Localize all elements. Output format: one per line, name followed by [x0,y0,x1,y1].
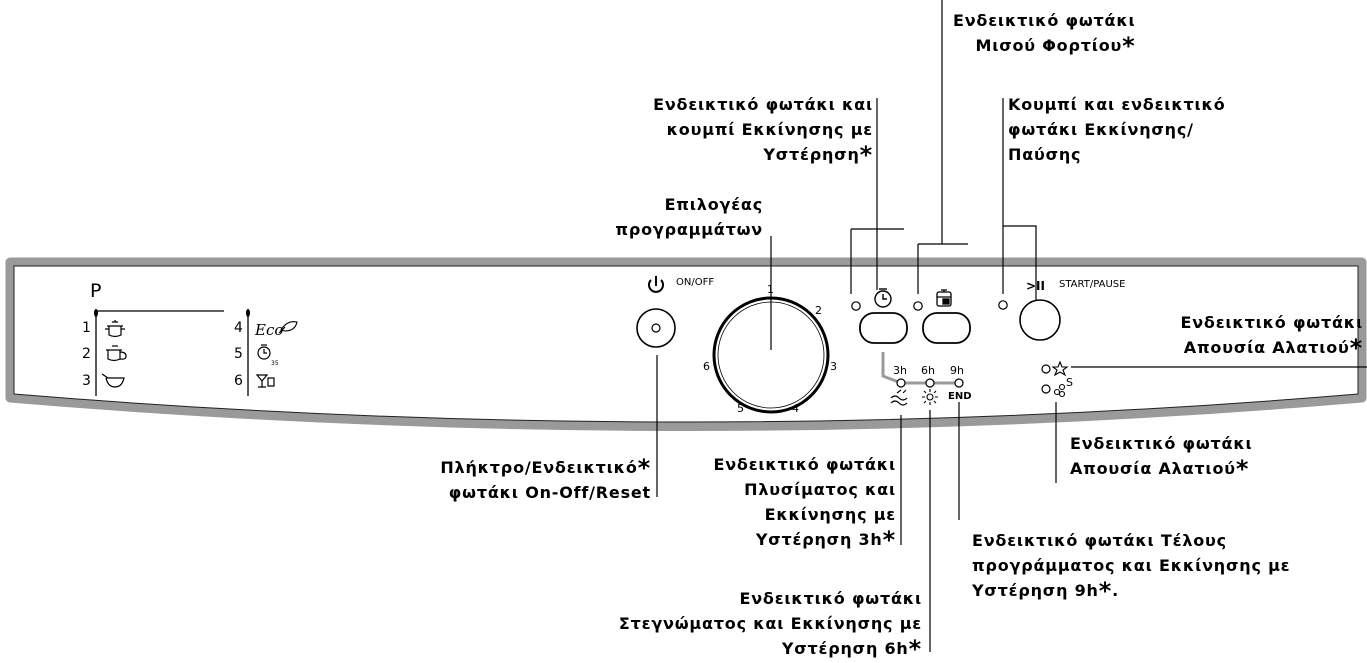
salt-label-2: Ενδεικτικό φωτάκι Απουσία Αλατιού* [1070,434,1253,483]
salt-led-2 [1041,384,1051,394]
salt-label-1: Ενδεικτικό φωτάκι Απουσία Αλατιού* [1180,313,1363,362]
salt-icon [1053,383,1066,398]
casserole-icon [106,345,127,362]
salt-led-1 [1041,364,1051,374]
led-9h [954,378,964,388]
program-num-3: 3 [82,373,91,389]
panel-outline [5,257,1367,431]
program-num-4: 4 [234,320,243,336]
delay-timer-icon [874,288,892,308]
end-label-text: Ενδεικτικό φωτάκι Τέλους προγράμματος κα… [972,531,1291,605]
delay-hour-6h: 6h [921,364,935,377]
program-selector-label: Επιλογέας προγραμμάτων [615,195,763,239]
delay-hour-9h: 9h [950,364,964,377]
program-num-6: 6 [234,373,243,389]
svg-text:Eco: Eco [254,321,283,339]
power-icon [648,276,664,293]
delay-hour-leds [896,378,964,388]
half-load-label: Ενδεικτικό φωτάκι Μισού Φορτίου* [953,11,1136,60]
program-header: P [90,280,102,302]
delay-led [851,301,861,311]
led-3h [896,378,906,388]
led-6h [925,378,935,388]
half-load-led [913,301,923,311]
dial-number-2: 2 [815,304,822,317]
start-pause-button[interactable] [1019,299,1061,341]
half-load-button[interactable] [922,312,971,344]
svg-text:S: S [1066,376,1073,389]
start-pause-label-text: Κουμπί και ενδεικτικό φωτάκι Εκκίνησης/ … [1008,95,1226,164]
dry-icon [922,389,938,405]
delay-button-label: Ενδεικτικό φωτάκι και κουμπί Εκκίνησης μ… [653,95,873,169]
eco-leaf-icon: Eco [254,321,298,339]
star-icon [1051,360,1069,377]
dial-number-3: 3 [830,360,837,373]
delay-hour-3h: 3h [893,364,907,377]
dial-number-6: 6 [703,360,710,373]
program-num-1: 1 [82,320,91,336]
onoff-group [636,276,676,348]
program-num-5: 5 [234,346,243,362]
timer-35-icon [257,344,271,360]
start-pause-led [998,300,1008,310]
half-load-icon [936,289,952,307]
onoff-label: ON/OFF [676,277,715,288]
glass-cup-icon [255,374,275,388]
wash-icon [890,389,908,406]
leader-lines [656,0,1367,652]
panel-inner-outline [13,265,1359,423]
half-load-group [913,289,971,344]
dial-number-5: 5 [737,402,744,415]
delay-button[interactable] [859,312,908,344]
pot-icon [105,320,125,338]
onoff-reset-label: Πλήκτρο/Ενδεικτικό* φωτάκι On-Off/Reset [440,454,651,502]
dial-number-4: 4 [792,402,799,415]
dry-label: Ενδεικτικό φωτάκι Στεγνώματος και Εκκίνη… [618,589,922,663]
delay-group [851,288,908,344]
delay-bracket [881,352,902,385]
program-list: Eco 35 [94,309,298,396]
bowl-icon [101,373,125,388]
wash-label: Ενδεικτικό φωτάκι Πλυσίματος και Εκκίνησ… [713,455,896,554]
end-label: END [948,391,972,402]
start-pause-label: START/PAUSE [1059,279,1126,290]
dial-number-1: 1 [767,283,774,296]
program-num-2: 2 [82,346,91,362]
salt-indicators: S [1041,360,1073,398]
svg-text:35: 35 [271,360,279,367]
